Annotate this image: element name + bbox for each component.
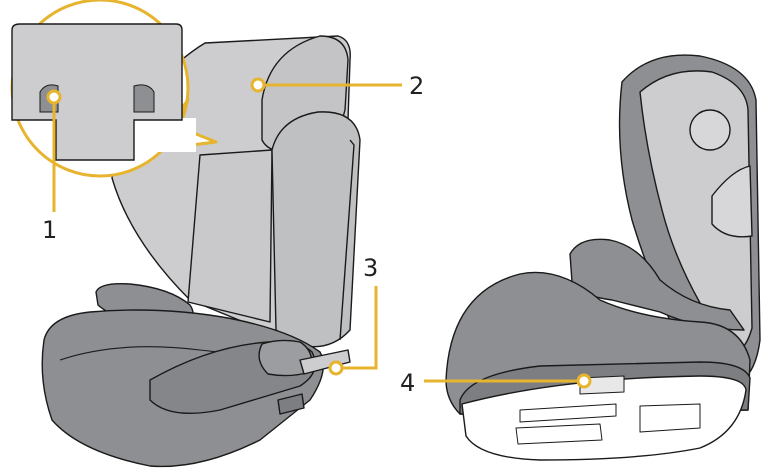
callout-leaders [52, 83, 584, 383]
callout-dot-4 [576, 373, 592, 389]
callout-label-2: 2 [409, 72, 424, 100]
callout-label-4: 4 [400, 369, 415, 397]
callout-dot-1 [46, 89, 62, 105]
left-side-wing [271, 111, 361, 348]
right-armrest [569, 238, 745, 331]
right-underside-detail-1 [519, 403, 617, 423]
inset-adjuster-slot-right [133, 84, 155, 113]
callout-dot-3 [328, 360, 344, 376]
right-backrest-hole-side [711, 165, 753, 238]
inset-headrest [11, 23, 183, 161]
left-isofix-rail [299, 349, 351, 375]
callout-dots [46, 77, 592, 389]
left-base-foot [277, 393, 305, 415]
callout-label-3: 3 [363, 254, 378, 282]
left-side-wing-edge [339, 139, 355, 341]
callout-label-1: 1 [42, 216, 57, 244]
callout-dot-2 [250, 77, 266, 93]
left-backrest-panel [187, 149, 273, 323]
right-seat [445, 54, 761, 461]
right-underside-detail-2 [515, 423, 603, 445]
right-underside-detail-3 [639, 403, 701, 433]
leader-3 [336, 286, 378, 370]
headrest-inset [10, 0, 218, 178]
right-backrest-hole-top [689, 109, 731, 151]
